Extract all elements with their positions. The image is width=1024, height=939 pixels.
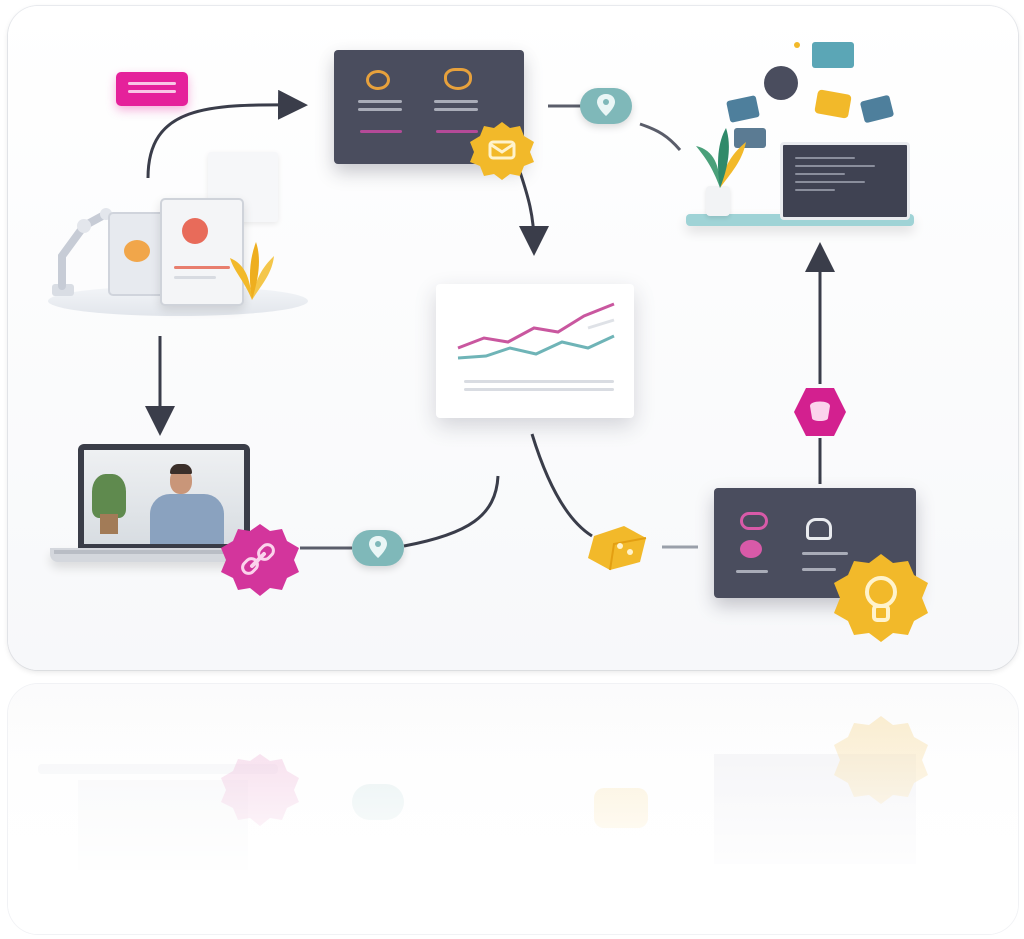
cloud-icon [740, 512, 768, 530]
connector-layer [145, 89, 835, 550]
line-pin-to-devlaptop [639, 122, 682, 151]
arrow-desk-to-panel [146, 89, 308, 179]
line-chart-to-cube [530, 433, 593, 538]
user-icon [740, 540, 762, 558]
dashboard-panel-bottom [714, 488, 916, 598]
location-pin-icon [580, 88, 632, 124]
card-reflection [8, 684, 1018, 934]
arrow-panel-to-chart [518, 171, 549, 256]
dashboard-panel-top [334, 50, 524, 164]
message-tag-icon [116, 72, 188, 106]
handshake-icon [444, 68, 472, 90]
chart-line-pink [457, 302, 615, 350]
diagram-card [8, 6, 1018, 670]
video-feed [84, 450, 244, 544]
headset-icon [806, 518, 832, 540]
lightbulb-seal-icon [834, 554, 928, 642]
code-laptop-illustration [676, 36, 916, 236]
heart-icon [366, 70, 390, 90]
hexagon-badge-icon [794, 388, 846, 436]
cube-badge-icon [588, 526, 647, 571]
person-avatar [170, 468, 192, 494]
link-seal-icon [221, 524, 299, 596]
designer-workspace-illustration [38, 146, 308, 326]
location-pin-icon [352, 530, 404, 566]
video-call-laptop [42, 440, 272, 590]
line-chart-card [436, 284, 634, 418]
mail-seal-icon [470, 122, 534, 180]
chart-line-teal [457, 334, 615, 360]
line-pin-to-chart [403, 475, 500, 548]
